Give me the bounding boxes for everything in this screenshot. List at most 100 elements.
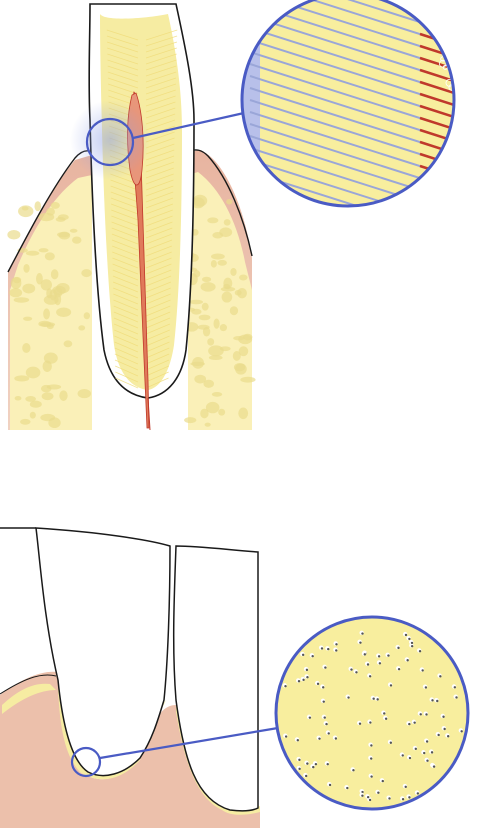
lacuna-cell: [405, 634, 407, 636]
pulp-cell: [457, 64, 461, 68]
lacuna-cell: [397, 647, 399, 649]
pulp-cell: [460, 68, 466, 74]
bone-pore: [56, 308, 71, 317]
odontoblast-process: [420, 190, 470, 206]
bone-pore: [47, 384, 61, 389]
bone-pore: [78, 325, 85, 330]
lacuna-cell: [455, 696, 457, 698]
bone-pore: [226, 199, 232, 204]
bone-pore: [224, 219, 231, 225]
pulp-cell: [467, 87, 471, 91]
odontoblast-process: [420, 262, 470, 278]
lacuna-cell: [460, 730, 462, 732]
bone-pore: [26, 251, 39, 256]
bone-pore: [38, 213, 54, 221]
lacuna-cell: [306, 676, 308, 678]
bone-pore: [56, 217, 66, 222]
bone-pore: [70, 229, 78, 233]
bone-pore: [235, 363, 247, 374]
lacuna-cell: [370, 744, 372, 746]
odontoblast-process: [420, 10, 470, 26]
odontoblast-process: [420, 0, 470, 2]
pulp-cell: [460, 88, 466, 94]
lacuna-cell: [350, 668, 352, 670]
bone-pore: [15, 396, 22, 401]
bone-pore: [192, 357, 204, 369]
lacuna-cell: [284, 685, 286, 687]
lacuna-cell: [306, 762, 308, 764]
bone-pore: [211, 260, 217, 268]
lacuna-cell: [327, 648, 329, 650]
pulp-cell: [453, 5, 458, 10]
lacuna-cell: [413, 721, 415, 723]
lacuna-cell: [454, 686, 456, 688]
lacuna-cell: [370, 757, 372, 759]
bone-pore: [214, 318, 220, 328]
tubule-line: [250, 232, 470, 302]
pulp-cell: [452, 42, 457, 47]
bone-pore: [7, 230, 20, 240]
bone-pore: [189, 300, 203, 305]
lacuna-cell: [437, 734, 439, 736]
bone-pore: [243, 334, 252, 341]
bone-pore: [11, 277, 22, 289]
bone-pore: [208, 345, 224, 356]
lacuna-cell: [409, 757, 411, 759]
bone-pore: [20, 419, 30, 425]
lacuna-cell: [369, 721, 371, 723]
bone-pore: [222, 292, 233, 303]
lacuna-cell: [390, 742, 392, 744]
lacuna-cell: [302, 654, 304, 656]
lacuna-cell: [431, 699, 433, 701]
lacuna-cell: [302, 679, 304, 681]
bone-pore: [202, 303, 209, 311]
bone-pore: [39, 248, 49, 252]
pulp-cell: [460, 55, 466, 61]
lacuna-cell: [420, 713, 422, 715]
bone-pore: [22, 284, 35, 294]
bone-pore: [205, 423, 211, 427]
bone-pore: [233, 336, 244, 340]
lacuna-cell: [335, 649, 337, 651]
lacuna-cell: [405, 786, 407, 788]
bone-pore: [57, 232, 70, 237]
pulp-cell: [462, 12, 465, 15]
pulp-cell: [441, 30, 446, 35]
odontoblast-process: [420, 250, 470, 266]
lacuna-cell: [382, 780, 384, 782]
bone-pore: [219, 227, 232, 237]
lacuna-cell: [355, 671, 357, 673]
bone-pore: [34, 201, 41, 211]
top-figure: [7, 0, 471, 430]
bone-pore: [199, 315, 211, 321]
lacuna-cell: [335, 643, 337, 645]
lacuna-cell: [425, 713, 427, 715]
lacuna-cell: [426, 760, 428, 762]
odontoblast-process: [420, 238, 470, 254]
lacuna-cell: [298, 759, 300, 761]
lacuna-cell: [329, 784, 331, 786]
lacuna-cell: [324, 716, 326, 718]
lacuna-cell: [322, 686, 324, 688]
bone-pore: [220, 324, 227, 331]
bone-pore: [239, 275, 247, 281]
pulp-cell: [462, 97, 465, 100]
magnifier-glow: [70, 100, 150, 180]
bone-pore: [230, 306, 238, 315]
lacuna-cell: [406, 659, 408, 661]
pulp-cell: [462, 78, 468, 84]
bone-pore: [30, 401, 42, 408]
lacuna-cell: [388, 797, 390, 799]
bone-pore: [44, 295, 59, 305]
lacuna-cell: [321, 647, 323, 649]
pulp-cell: [458, 69, 461, 72]
bone-pore: [212, 392, 222, 397]
lacuna-cell: [426, 740, 428, 742]
bone-pore: [14, 375, 29, 381]
bone-pore: [207, 217, 218, 223]
pulp-cell: [458, 53, 464, 59]
lacuna-cell: [347, 696, 349, 698]
bone-pore: [233, 351, 241, 361]
lacuna-cell: [369, 799, 371, 801]
